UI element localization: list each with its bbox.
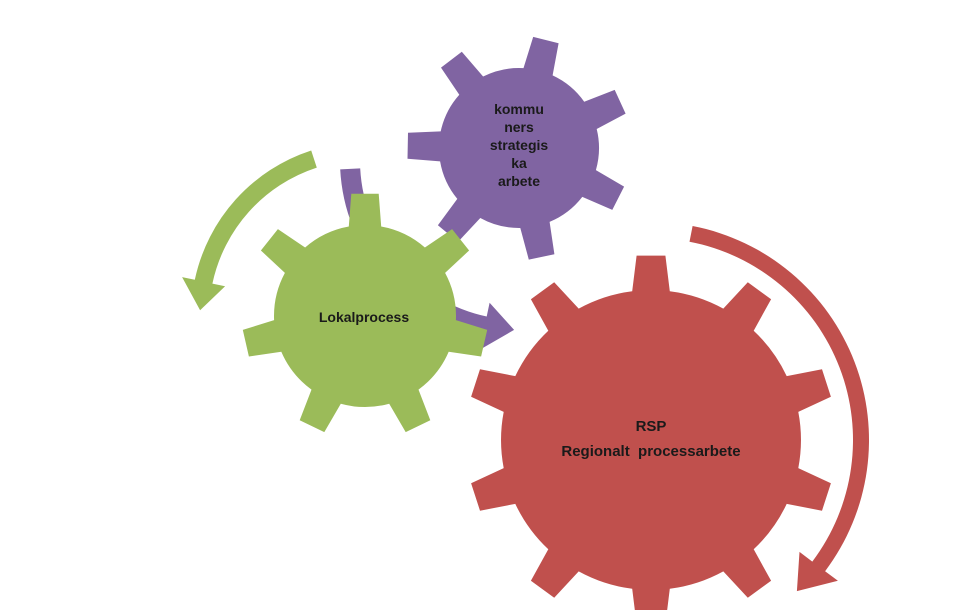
purple-gear — [407, 36, 626, 260]
red-gear-label-line: Regionalt processarbete — [561, 443, 740, 460]
purple-gear-label: kommu ners strategis ka arbete — [490, 101, 549, 189]
green-cycle-arrow — [182, 150, 317, 311]
purple-gear-label-line: kommu — [494, 101, 544, 117]
purple-gear-label-line: ners — [504, 119, 534, 135]
green-gear-label: Lokalprocess — [319, 309, 409, 325]
purple-gear-label-line: strategis — [490, 137, 549, 153]
red-gear-label: RSP Regionalt processarbete — [561, 418, 740, 460]
red-cycle-arrow — [689, 226, 870, 592]
red-gear-label-line: RSP — [636, 418, 667, 435]
purple-gear-label-line: arbete — [498, 173, 540, 189]
green-gear-label-line: Lokalprocess — [319, 309, 409, 325]
purple-gear-label-line: ka — [511, 155, 527, 171]
green-gear — [242, 193, 488, 433]
red-gear — [471, 255, 831, 610]
